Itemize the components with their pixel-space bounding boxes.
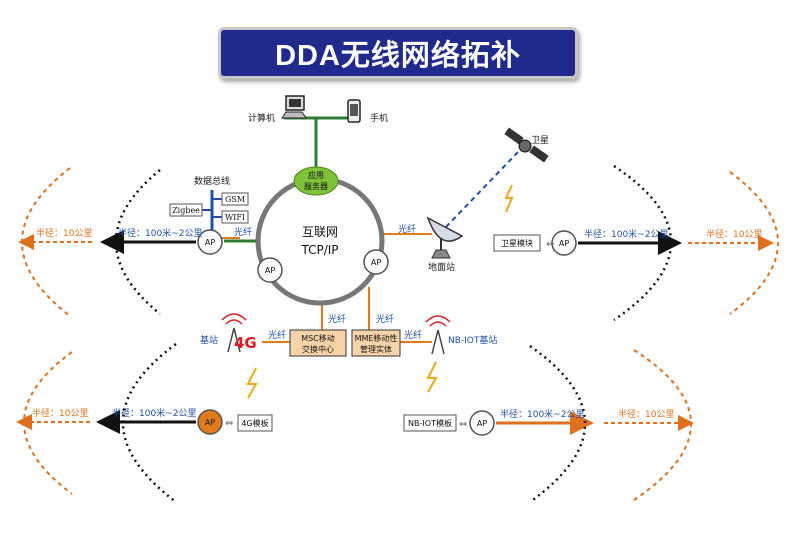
svg-text:AP: AP: [559, 239, 569, 248]
radius-short-lower-right: 半径：100米~2公里: [500, 408, 584, 420]
computer-icon: [281, 95, 307, 119]
mme-line1: MME移动性: [355, 333, 398, 343]
ground-station-label: 地面站: [428, 261, 455, 273]
page-title: DDA无线网络拓补: [275, 40, 521, 72]
module-nbiot-box: [403, 414, 457, 432]
wifi-box: [221, 210, 249, 224]
msc-line2: 交换中心: [302, 344, 334, 354]
fiber-links: [220, 233, 432, 343]
lightning-nbiot-icon: [426, 361, 438, 393]
fiber-label-nbiot: 光纤: [404, 329, 422, 341]
ground-station-icon: [426, 216, 464, 259]
double-arrow-icon: ⇔: [546, 239, 554, 250]
satellite-module-box: [493, 234, 541, 252]
coverage-arc-outer-lower-right: [633, 349, 692, 501]
coverage-arc-inner-upper-right: [613, 164, 673, 322]
module-4g-box: [237, 414, 273, 432]
internet-ring: [255, 176, 385, 306]
mme-line2: 管理实体: [360, 344, 392, 354]
ap-node-ring-right: AP: [363, 249, 389, 275]
satellite-lightning-icon: [504, 184, 514, 213]
coverage-arc-inner-lower-left: [121, 342, 177, 503]
phone-icon: [347, 99, 361, 123]
phone-label: 手机: [370, 112, 388, 124]
module-nbiot-label: NB-IOT模板: [408, 418, 452, 428]
double-arrow-icon: ⇔: [225, 418, 233, 429]
app-server-line2: 服务器: [304, 181, 328, 191]
coverage-arc-inner-upper-left: [114, 169, 161, 315]
nbiot-base-label: NB-IOT基站: [448, 334, 497, 346]
radius-long-lower-right: 半径：10公里: [618, 408, 674, 420]
module-4g-label: 4G模板: [241, 418, 268, 428]
gsm-label: GSM: [225, 195, 245, 204]
svg-text:AP: AP: [205, 418, 215, 427]
radius-short-upper-right: 半径：100米~2公里: [584, 228, 668, 240]
msc-line1: MSC移动: [301, 333, 335, 343]
fiber-label-left: 光纤: [234, 226, 252, 238]
ap-node-satellite: AP: [551, 230, 577, 256]
radius-long-lower-left: 半径：10公里: [32, 407, 88, 419]
coverage-arc-outer-upper-right: [729, 171, 779, 315]
mme-box: [351, 329, 401, 357]
title-banner: DDA无线网络拓补: [218, 27, 578, 79]
msc-box: [289, 329, 347, 357]
fiber-label-msc: 光纤: [328, 313, 346, 325]
satellite-uplink: [444, 151, 519, 229]
ap-node-left: AP: [197, 229, 223, 255]
fiber-label-ground: 光纤: [398, 223, 416, 235]
computer-label: 计算机: [248, 112, 275, 124]
internet-label: 互联网: [302, 225, 338, 239]
fiber-label-4g: 光纤: [268, 329, 286, 341]
coverage-arc-outer-lower-left: [23, 351, 73, 495]
satellite-module-label: 卫星模块: [501, 238, 533, 248]
app-server-line1: 应用: [308, 170, 324, 180]
base-station-label: 基站: [200, 334, 218, 346]
ap-node-nbiot: AP: [469, 410, 495, 436]
coverage-arc-inner-lower-right: [529, 344, 587, 504]
lightning-4g-icon: [246, 367, 258, 399]
gsm-box: [221, 192, 249, 206]
zigbee-label: Zigbee: [172, 206, 200, 215]
wifi-label: WIFI: [225, 213, 245, 222]
svg-text:AP: AP: [205, 238, 215, 247]
coverage-arc-outer-upper-left: [21, 167, 71, 317]
svg-text:AP: AP: [265, 266, 275, 275]
radius-long-upper-right: 半径：10公里: [706, 228, 762, 240]
radius-short-upper-left: 半径：100米~2公里: [118, 227, 202, 239]
ap-node-4g: AP: [197, 409, 223, 435]
cell-tower-nbiot-icon: [425, 315, 451, 355]
satellite-label: 卫星: [531, 135, 549, 146]
ap-node-ring-left: AP: [257, 257, 283, 283]
data-bus-label: 数据总线: [194, 175, 230, 187]
fiber-label-mme: 光纤: [376, 313, 394, 325]
internet-protocol-label: TCP/IP: [300, 243, 338, 257]
app-server: [293, 166, 339, 196]
svg-text:AP: AP: [477, 419, 487, 428]
svg-text:AP: AP: [371, 258, 381, 267]
radius-short-lower-left: 半径：100米~2公里: [112, 407, 196, 419]
zigbee-box: [169, 203, 203, 217]
satellite-icon: [504, 127, 549, 163]
double-arrow-icon: ⇔: [459, 419, 467, 430]
lte-badge: 4G: [234, 334, 257, 352]
cell-tower-4g-icon: [221, 313, 247, 353]
radius-long-upper-left: 半径：10公里: [36, 227, 92, 239]
